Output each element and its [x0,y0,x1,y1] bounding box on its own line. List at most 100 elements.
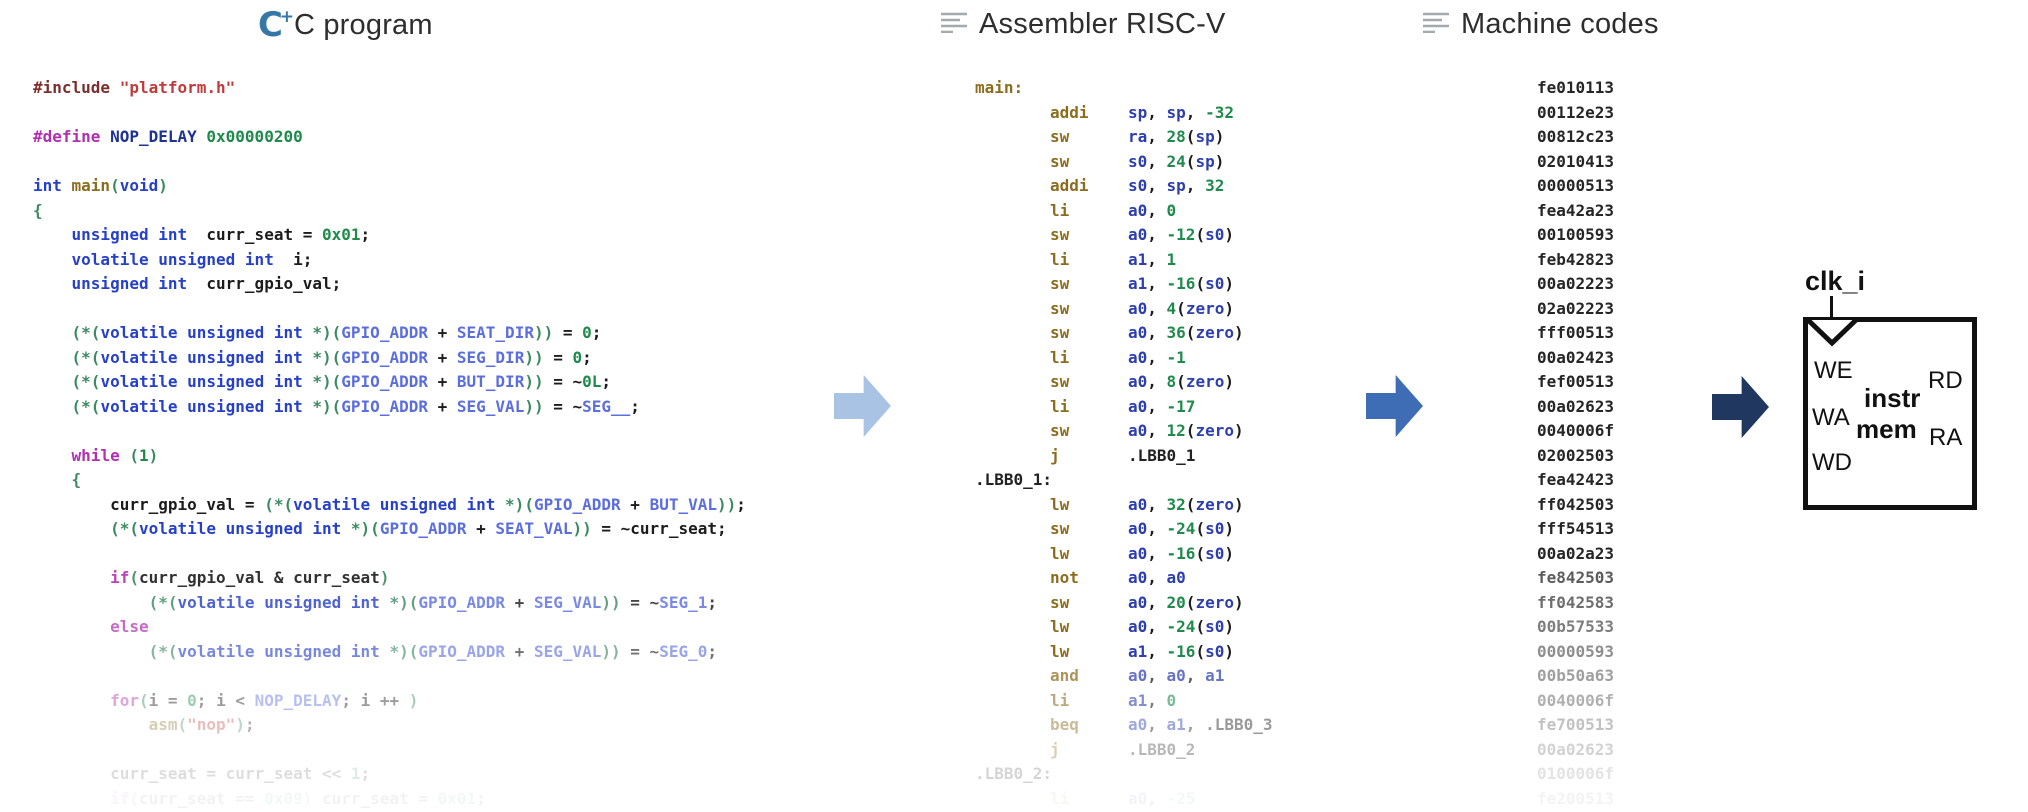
code-token: 0x01 [437,788,477,808]
code-token: i [148,690,159,710]
code-token: (*( [71,347,101,367]
c-code-line: (*(volatile unsigned int *)(GPIO_ADDR + … [33,348,746,373]
c-code-line: (*(volatile unsigned int *)(GPIO_ADDR + … [33,323,746,348]
code-token: sp [1166,102,1186,122]
code-token: + [505,592,534,612]
code-token: .LBB0_3 [1205,715,1273,734]
code-token: #include [33,78,120,97]
code-token: ; [707,592,717,612]
port-wd-label: WD [1812,449,1852,476]
code-token: = [293,225,322,244]
code-token: ) [158,176,168,195]
code-token: "platform.h" [119,78,236,97]
code-token: SEG_1 [659,592,708,612]
code-token: )) [524,372,544,391]
port-ra-label: RA [1929,424,1963,451]
machine-code-line: 00a02a23 [1537,543,1615,563]
code-token: asm [148,715,178,734]
c-language-plus: + [279,7,294,27]
asm-mnemonic: li [1050,249,1070,269]
code-token: ) [1224,372,1234,391]
code-token [380,642,390,661]
code-token: curr_seat [293,568,380,587]
code-token: a0 [1128,200,1148,220]
code-token: s0 [1205,519,1225,538]
code-token: ) [1233,421,1244,440]
code-token: ; [244,715,255,734]
code-token: , [1147,641,1167,661]
code-token [33,642,149,661]
code-token: ( [110,176,120,195]
code-token: volatile unsigned int [177,592,380,612]
port-we-label: WE [1814,357,1853,384]
c-code-line [33,421,746,446]
code-token [380,593,390,612]
code-token: , [1147,519,1167,538]
code-token: ( [177,715,188,734]
code-token: a0 [1128,225,1148,244]
code-token: ( [1195,543,1206,563]
code-token: curr_seat [225,764,313,783]
code-token: a0 [1128,421,1148,440]
code-token: + [427,323,457,342]
code-token: , [1147,323,1167,342]
code-token: (*( [110,519,139,538]
code-token: = [235,494,265,514]
code-token: = ~ [591,519,631,538]
code-token: (*( [264,494,294,514]
code-token: = [158,690,188,710]
c-code-line [33,103,746,128]
code-token: , [1185,715,1206,734]
code-token: , [1147,225,1167,244]
asm-code-line: .LBB0_1: [975,470,1273,495]
c-code-line: volatile unsigned int i; [33,250,746,275]
machine-code-line: fe010113 [1537,78,1615,97]
c-code-line: else [33,617,746,642]
c-code-line: asm("nop"); [33,715,746,740]
code-token: ( [1185,592,1196,612]
code-token: , [1147,543,1167,563]
code-token: volatile unsigned int [100,372,303,391]
code-token: 0x00000200 [206,127,303,146]
code-token [312,789,322,808]
code-token: , [1185,666,1206,685]
asm-mnemonic: not [1050,568,1079,587]
c-to-assembler-arrow-icon [834,375,891,437]
code-token [303,348,313,367]
c-code-line [33,740,746,765]
c-code-line: for(i = 0; i < NOP_DELAY; i ++ ) [33,691,746,716]
code-token: 12 [1166,421,1186,440]
code-token: )) [533,323,554,342]
code-token: *)( [312,372,342,391]
asm-mnemonic: sw [1050,127,1070,146]
code-token: -16 [1166,641,1196,661]
code-token: .LBB0_2 [1128,739,1196,759]
asm-mnemonic: beq [1050,715,1079,734]
code-token: else [110,617,149,636]
code-token: s0 [1128,151,1148,171]
code-token: ; [476,788,486,808]
asm-label: .LBB0_1: [975,470,1053,489]
code-token: ( [1176,298,1186,318]
code-token: GPIO_ADDR [341,323,428,342]
code-token: == [225,788,265,808]
code-token: curr_seat [138,788,226,808]
code-token: ( [1185,151,1196,171]
code-token [33,470,72,489]
machine-code-line: fe700513 [1537,715,1615,734]
machine-code-line: 00b50a63 [1537,666,1615,685]
code-token [33,446,72,465]
code-token: i [360,690,371,710]
clock-edge-triangle-icon [1806,320,1858,347]
code-token: ( [129,568,139,587]
code-token: SEG_0 [659,641,708,661]
assembler-title: Assembler RISC-V [979,8,1226,40]
code-token: ; [360,764,371,783]
asm-mnemonic: j [1050,445,1060,465]
